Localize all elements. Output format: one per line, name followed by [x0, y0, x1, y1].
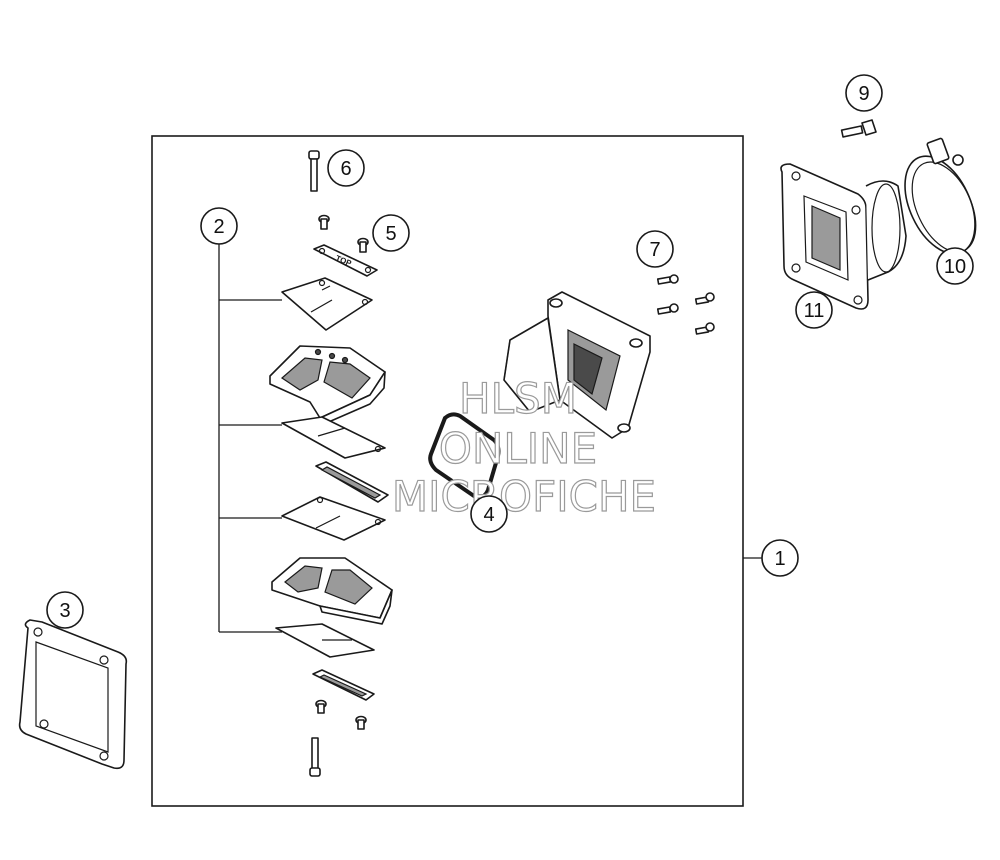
callout-label: 7: [649, 239, 660, 261]
top-stop-plate: TOP: [313, 244, 378, 277]
kit-frame: [151, 135, 744, 807]
callout-4: 4: [470, 495, 508, 533]
small-screws-bottom: [315, 699, 367, 730]
callout-5: 5: [372, 214, 410, 252]
reed-block-lower: [271, 557, 393, 625]
callout-1: 1: [761, 539, 799, 577]
stop-plate-bottom: [312, 669, 375, 701]
reed-housing: [503, 291, 651, 439]
flange-bolt: [840, 119, 877, 138]
callout-label: 11: [804, 300, 825, 322]
watermark-line1: HLSM: [459, 374, 577, 423]
reed-assembly-bracket: [218, 242, 282, 633]
watermark-line2: ONLINE: [439, 424, 597, 473]
watermark: HLSM ONLINE MICROFICHE: [391, 373, 656, 521]
callout-10: 10: [936, 247, 974, 285]
o-ring-gasket: [428, 412, 501, 500]
watermark-line3: MICROFICHE: [392, 472, 656, 521]
callout-3: 3: [46, 591, 84, 629]
callout-label: 2: [213, 216, 224, 238]
callout-6: 6: [327, 149, 365, 187]
callout-label: 5: [385, 223, 396, 245]
callout-9: 9: [845, 74, 883, 112]
reed-petal-lower: [281, 496, 386, 541]
reed-petal-bottom: [275, 623, 375, 658]
reed-petal-middle: [281, 416, 386, 459]
base-gasket: [18, 619, 128, 770]
callout-label: 10: [944, 256, 966, 278]
mounting-bolts: [656, 274, 715, 335]
intake-flange: [780, 163, 907, 310]
spacer-strip: [315, 461, 389, 503]
hose-clamp: [904, 137, 977, 255]
callout-label: 6: [340, 158, 351, 180]
callout-label: 4: [483, 504, 494, 526]
callout-11: 11: [795, 291, 833, 329]
small-screws-top: [318, 214, 369, 253]
callout-label: 9: [858, 83, 869, 105]
callout-label: 1: [774, 548, 785, 570]
long-bolt-bottom: [309, 737, 321, 777]
callout-label: 3: [59, 600, 70, 622]
callout-7: 7: [636, 230, 674, 268]
long-bolt-top: [308, 150, 320, 192]
callout-2: 2: [200, 207, 238, 245]
reed-block-upper: [269, 345, 386, 425]
reed-petal-upper: [281, 277, 373, 331]
